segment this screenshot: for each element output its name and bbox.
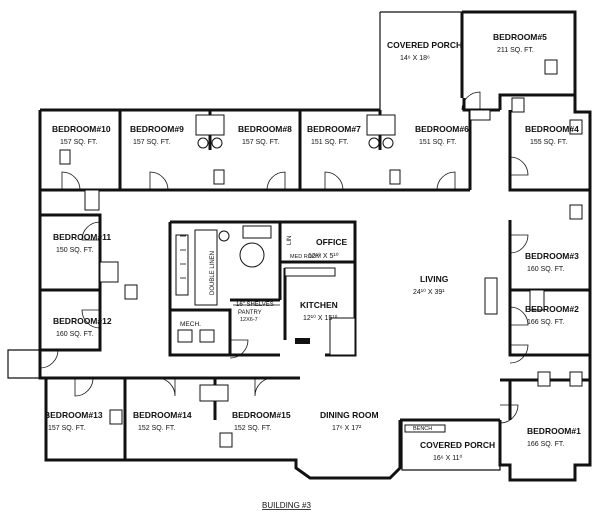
bedroom10-name: BEDROOM#10 [52, 124, 111, 134]
pantry-size: 12X6-7 [240, 317, 258, 323]
bedroom9-area: 157 SQ. FT. [133, 139, 170, 146]
shelved-label: 16" SHELVES [236, 302, 274, 308]
bedroom7-area: 151 SQ. FT. [311, 139, 348, 146]
living-size: 24¹⁰ X 39¹ [413, 288, 445, 296]
bedroom15-name: BEDROOM#15 [232, 410, 291, 420]
bedroom12-area: 160 SQ. FT. [56, 331, 93, 338]
doors [39, 91, 529, 424]
bedroom2-area: 166 SQ. FT. [527, 319, 564, 326]
office-size: 12¹⁰ X 5¹⁰ [308, 252, 339, 260]
bedroom11-area: 150 SQ. FT. [56, 247, 93, 254]
bedroom4-name: BEDROOM#4 [525, 124, 579, 134]
bench-label: BENCH [413, 426, 432, 432]
bedroom2-name: BEDROOM#2 [525, 304, 579, 314]
bedroom5-area: 211 SQ. FT. [497, 47, 534, 54]
bedroom13-area: 157 SQ. FT. [48, 425, 85, 432]
kitchen-size: 12¹⁰ X 15¹⁰ [303, 314, 338, 322]
porch-top-name: COVERED PORCH [387, 40, 462, 50]
bedroom8-area: 157 SQ. FT. [242, 139, 279, 146]
bedroom14-area: 152 SQ. FT. [138, 425, 175, 432]
bedroom3-name: BEDROOM#3 [525, 251, 579, 261]
dining-name: DINING ROOM [320, 410, 379, 420]
wall-details [180, 235, 280, 306]
bedroom6-name: BEDROOM#6 [415, 124, 469, 134]
double-linen-label: DOUBLE LINEN [210, 251, 216, 295]
porch-bottom-size: 16⁶ X 11⁰ [433, 454, 462, 462]
porch-bottom-name: COVERED PORCH [420, 440, 495, 450]
bedroom15-area: 152 SQ. FT. [234, 425, 271, 432]
bedroom14-name: BEDROOM#14 [133, 410, 192, 420]
bedroom1-area: 166 SQ. FT. [527, 441, 564, 448]
dining-size: 17⁶ X 17² [332, 425, 362, 432]
bath-fixtures [59, 59, 583, 448]
bedroom1-name: BEDROOM#1 [527, 426, 581, 436]
bedroom6-area: 151 SQ. FT. [419, 139, 456, 146]
med-room-label: MED ROOM [290, 254, 321, 260]
footer-label: BUILDING #3 [262, 501, 311, 510]
bedroom9-name: BEDROOM#9 [130, 124, 184, 134]
exterior-walls [7, 10, 592, 482]
bedroom13-name: BEDROOM#13 [44, 410, 103, 420]
small-labels: MED ROOM LIN DOUBLE LINEN 16" SHELVES PA… [180, 236, 432, 510]
living-name: LIVING [420, 274, 449, 284]
bedroom10-area: 157 SQ. FT. [60, 139, 97, 146]
bedroom7-name: BEDROOM#7 [307, 124, 361, 134]
room-labels: BEDROOM#10 157 SQ. FT. BEDROOM#9 157 SQ.… [44, 32, 581, 462]
interior-walls [40, 110, 590, 460]
bedroom11-name: BEDROOM#11 [53, 232, 111, 242]
bedroom5-name: BEDROOM#5 [493, 32, 547, 42]
mech-label: MECH. [180, 321, 201, 328]
office-name: OFFICE [316, 237, 347, 247]
porch-top-size: 14⁶ X 18⁶ [400, 55, 430, 62]
bedroom12-name: BEDROOM#12 [53, 316, 112, 326]
pantry-label: PANTRY [238, 310, 262, 316]
bedroom4-area: 155 SQ. FT. [530, 139, 567, 146]
bedroom8-name: BEDROOM#8 [238, 124, 292, 134]
kitchen-name: KITCHEN [300, 300, 338, 310]
lin-label: LIN [287, 236, 293, 245]
bedroom3-area: 160 SQ. FT. [527, 266, 564, 273]
